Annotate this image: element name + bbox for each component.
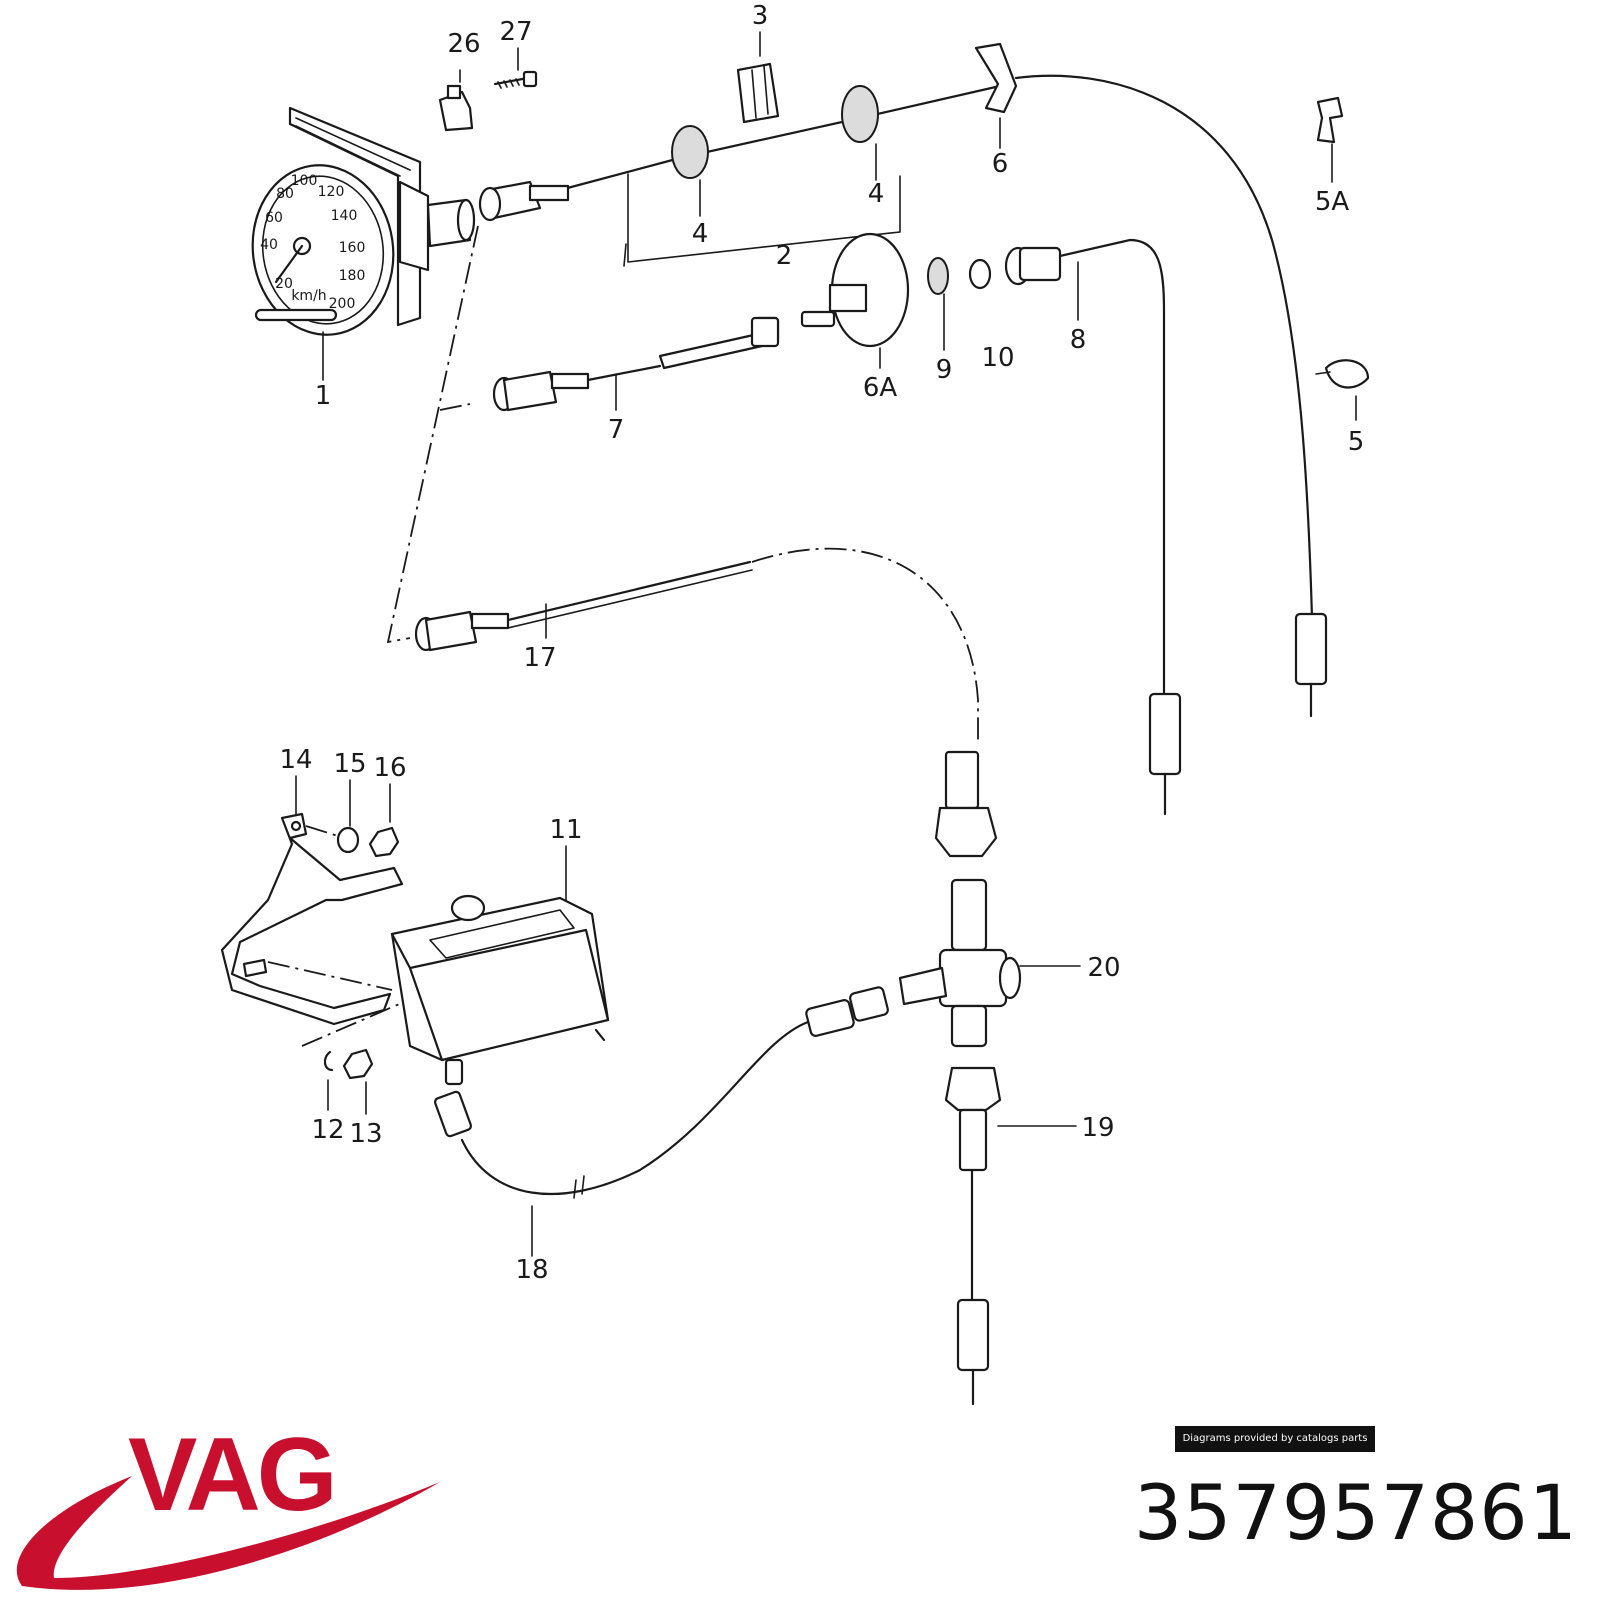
mounting-bracket-14	[220, 812, 404, 1026]
callout-16: 16	[373, 753, 406, 783]
callout-4b: 4	[868, 179, 885, 209]
speedometer-cable-18	[433, 986, 889, 1199]
dial-label-100: 100	[291, 173, 318, 189]
adapter-19	[944, 1066, 1002, 1406]
cable-clip-5a	[1316, 96, 1344, 144]
t-junction-20	[898, 750, 1022, 1048]
callout-6: 6	[992, 149, 1009, 179]
washer-12	[323, 1050, 334, 1072]
callout-20: 20	[1087, 953, 1120, 983]
dial-unit-label: km/h	[291, 288, 326, 304]
callout-13: 13	[349, 1119, 382, 1149]
callout-11: 11	[549, 815, 582, 845]
group-bracket-2	[623, 173, 901, 267]
callout-3: 3	[752, 1, 769, 31]
callout-5a: 5A	[1315, 187, 1350, 217]
speedometer-cable-8	[1004, 238, 1328, 816]
callout-10: 10	[981, 343, 1014, 373]
drive-housing-11	[390, 894, 610, 1086]
speedometer-assembly: 20 40 60 80 100 120 140 160 180 200 km/h	[251, 106, 476, 336]
callout-1: 1	[315, 381, 332, 411]
dial-label-200: 200	[329, 296, 356, 312]
retainer-clip-26	[438, 84, 474, 132]
routing-line-bracket	[267, 825, 405, 1047]
callout-6a: 6A	[863, 373, 898, 403]
cable-clip-5	[1315, 359, 1370, 389]
callout-5: 5	[1348, 427, 1365, 457]
speedometer-dial-labels: 20 40 60 80 100 120 140 160 180 200 km/h	[260, 173, 365, 312]
dial-label-40: 40	[260, 237, 278, 253]
dial-label-60: 60	[265, 210, 283, 226]
dial-label-160: 160	[339, 240, 366, 256]
callout-15: 15	[333, 749, 366, 779]
callout-7: 7	[608, 415, 625, 445]
callout-labels: 1 2 3 4 4 5 5A 6 6A 7 8 9 10 11 12 13 14…	[279, 1, 1364, 1285]
callout-17: 17	[523, 643, 556, 673]
washer-9	[927, 257, 949, 295]
callout-12: 12	[311, 1115, 344, 1145]
diagram-credit-label: Diagrams provided by catalogs parts	[1175, 1426, 1375, 1452]
dial-label-120: 120	[318, 184, 345, 200]
callout-14: 14	[279, 745, 312, 775]
leader-lines	[295, 31, 1357, 1257]
speedometer-cable-upper	[478, 42, 1314, 620]
callout-2: 2	[776, 241, 793, 271]
part-number: 357957861	[1133, 1468, 1578, 1557]
logo-swoosh	[16, 1476, 441, 1590]
speedometer-cable-7	[492, 316, 780, 412]
nut-13	[342, 1048, 374, 1080]
speedometer-cable-17	[414, 547, 979, 742]
callout-4a: 4	[692, 219, 709, 249]
dial-label-80: 80	[276, 186, 294, 202]
routing-line-cluster	[386, 225, 479, 644]
dial-label-20: 20	[275, 276, 293, 292]
callout-8: 8	[1070, 325, 1087, 355]
callout-26: 26	[447, 29, 480, 59]
bracket-3	[736, 62, 780, 124]
dial-label-140: 140	[331, 208, 358, 224]
callout-27: 27	[499, 17, 532, 47]
washer-15	[336, 826, 360, 854]
nut-16	[368, 826, 400, 858]
washer-10	[968, 258, 992, 290]
dial-label-180: 180	[339, 268, 366, 284]
screw-27	[493, 70, 538, 89]
logo-wordmark: VAG	[128, 1428, 334, 1533]
callout-19: 19	[1081, 1113, 1114, 1143]
vag-logo: VAG	[16, 1428, 441, 1590]
callout-9: 9	[936, 355, 953, 385]
callout-18: 18	[515, 1255, 548, 1285]
